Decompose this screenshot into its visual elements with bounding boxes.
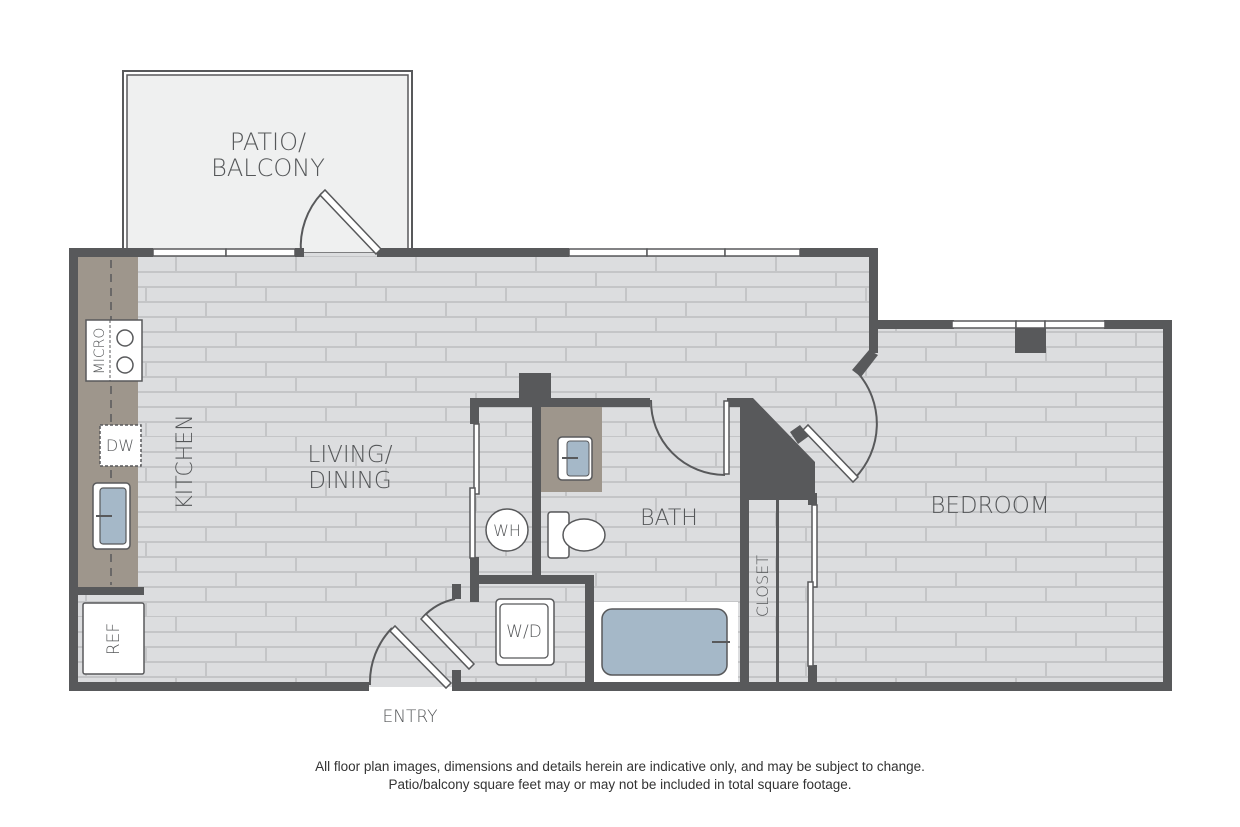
disclaimer-line-1: All floor plan images, dimensions and de… [315,759,925,774]
room-label-dining: DINING [308,468,392,494]
entry-label: ENTRY [383,707,438,727]
water-heater [485,508,529,552]
bedroom-door-swing [854,372,878,479]
disclaimer-line-2: Patio/balcony square feet may or may not… [388,777,852,792]
walls [69,248,1172,691]
closet-door-2[interactable] [807,581,814,667]
room-label-bath: BATH [640,506,698,531]
burner-icon [116,356,134,374]
washer-dryer-label: W/D [506,622,542,642]
dishwasher [99,424,142,467]
micro-label: MICRO [92,328,108,375]
wd-closet-door[interactable] [419,612,476,671]
bath-fixtures: WH W/D [485,436,730,676]
entry-door-swing [368,627,393,686]
dishwasher-label: DW [106,436,134,455]
bath-door-swing [649,399,726,476]
doors [299,188,878,690]
bedroom-door[interactable] [801,423,860,484]
closet-door-1[interactable] [811,504,818,588]
refrigerator-label: REF [104,623,124,655]
wh-closet-door-2[interactable] [469,487,476,559]
room-label-balcony: BALCONY [211,154,325,182]
patio-door-swing [299,192,323,254]
room-label-closet: CLOSET [753,555,772,617]
kitchen-fixtures: MICRO DW REF [82,319,145,675]
disclaimer: All floor plan images, dimensions and de… [0,758,1240,794]
room-label-living: LIVING/ [308,442,393,468]
room-label-kitchen: KITCHEN [173,414,198,509]
entry-door[interactable] [388,624,453,690]
refrigerator [82,602,145,675]
room-label-patio: PATIO/ [230,128,306,156]
patio-door[interactable] [318,188,383,256]
bathtub [601,608,728,676]
patio-balcony: PATIO/ BALCONY [122,70,413,254]
floor-plan: PATIO/ BALCONY [69,70,1172,727]
windows [152,248,1106,329]
wh-closet-door-1[interactable] [473,423,480,495]
water-heater-label: WH [493,521,521,540]
washer-dryer [495,598,555,666]
range [85,319,143,382]
bath-door[interactable] [723,400,730,475]
burner-icon [116,329,134,347]
room-label-bedroom: BEDROOM [930,493,1049,519]
